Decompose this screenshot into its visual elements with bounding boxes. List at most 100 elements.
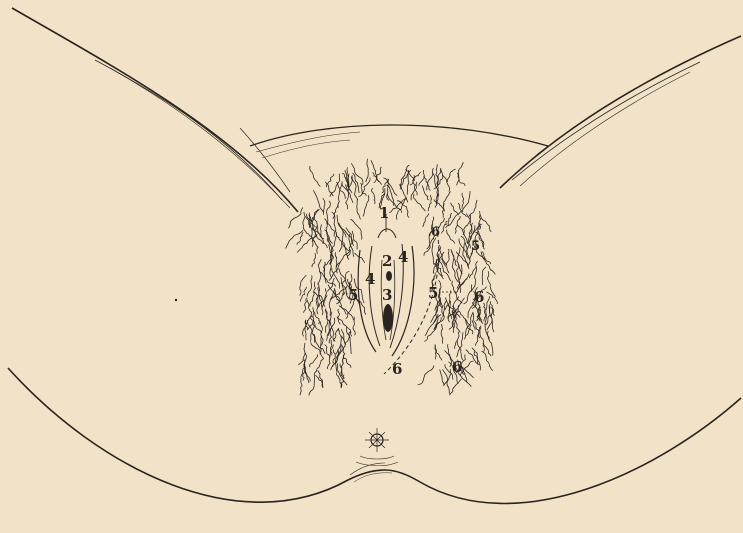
label-5-left: 5 [348,286,358,304]
hair-stroke [334,328,339,342]
hair-stroke [451,249,455,273]
hair-stroke [482,267,486,285]
hair-stroke [320,321,323,345]
hair-stroke [467,214,472,235]
hair-stroke [300,378,302,395]
hair-stroke [436,164,438,185]
hair-stroke [346,167,347,187]
label-4-right: 4 [398,248,408,266]
label-6-top: 6 [431,225,440,240]
hair-stroke [332,233,336,250]
hair-stroke [457,311,469,325]
hair-stroke [450,203,459,214]
hair-stroke [310,354,318,367]
hair-stroke [343,355,350,368]
hair-stroke [307,300,312,317]
hair-stroke [336,292,345,305]
hair-stroke [441,324,443,344]
hair-stroke [331,340,332,356]
label-3: 3 [382,286,392,304]
hair-stroke [303,212,305,231]
label-6-right: 6 [474,288,484,306]
hair-stroke [360,183,366,196]
hair-stroke [383,178,397,196]
hair-stroke [288,207,302,228]
hair-stroke [428,195,431,211]
hair-stroke [317,357,324,371]
hair-stroke [482,351,493,371]
right-thigh-outline [500,36,741,188]
hair-stroke [309,371,317,396]
hair-stroke [418,366,434,385]
hair-stroke [338,309,341,324]
hair-stroke [325,345,330,359]
hair-stroke [487,292,498,304]
hair-stroke [363,195,369,216]
hair-stroke [316,375,323,388]
buttocks-curve [8,368,741,503]
hair-stroke [307,275,312,296]
hair-stroke [457,225,471,248]
hair-stroke [481,252,495,275]
hair-stroke [310,166,321,187]
hair-stroke [440,370,444,386]
hair-stroke [410,172,421,185]
hair-stroke [350,219,361,240]
hair-stroke [443,369,450,393]
hair-stroke [474,321,480,338]
hair-stroke [433,259,436,273]
hair-stroke [304,298,308,313]
hair-stroke [325,182,333,196]
hair-stroke [305,230,315,241]
hair-stroke [300,275,307,295]
hair-stroke [332,212,336,237]
hair-stroke [422,185,429,200]
hair-stroke [463,191,470,212]
mons-curve [250,125,548,170]
hair-stroke [441,170,450,192]
hair-stroke [479,327,484,352]
label-4-left: 4 [365,270,375,288]
hair-stroke [438,168,441,185]
hair-stroke [432,238,436,265]
label-2: 2 [382,252,392,270]
hair-stroke [312,253,316,267]
hair-stroke [422,213,428,226]
label-5-right: 5 [428,284,438,302]
hair-stroke [468,200,477,218]
hair-stroke [435,345,436,359]
hair-stroke [297,234,317,252]
hair-stroke [457,247,462,274]
hair-top [310,159,477,220]
hair-stroke [448,169,456,182]
hair-stroke [455,274,469,294]
hair-stroke [444,369,451,386]
hair-stroke [446,249,449,265]
hair-stroke [464,285,472,304]
hair-stroke [357,199,361,219]
hair-stroke [462,193,464,209]
hair-stroke [298,353,305,365]
hair-stroke [419,170,424,186]
label-6-bottom-right: 6 [452,358,462,376]
hair-stroke [336,250,351,268]
hair-stroke [427,168,434,190]
label-5-upper-right: 5 [471,239,480,254]
hair-stroke [327,201,331,225]
label-1: 1 [379,204,389,222]
anus-illustration [356,428,398,466]
ink-dot [175,299,177,301]
hair-stroke [446,230,455,244]
hair-stroke [366,159,369,182]
hair-stroke [372,188,375,204]
hair-stroke [466,312,474,335]
hair-stroke [337,299,347,314]
hair-stroke [301,287,307,302]
hair-stroke [351,163,363,184]
hair-stroke [414,194,426,211]
hair-stroke [337,215,346,238]
hair-stroke [313,334,325,354]
hair-stroke [449,379,461,396]
hair-stroke [320,336,323,358]
